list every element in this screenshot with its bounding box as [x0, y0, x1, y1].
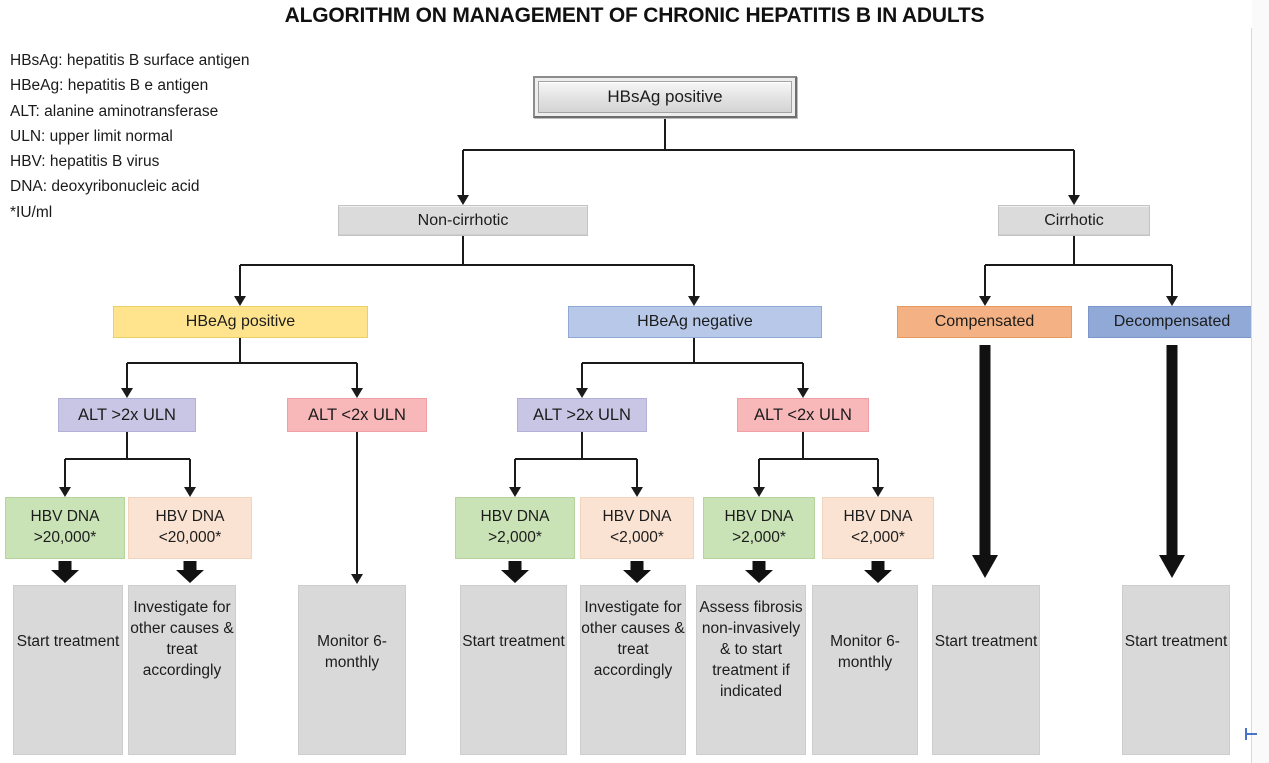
arrowhead-non-cirrhotic [457, 195, 469, 205]
outcome-label: Start treatment [16, 633, 120, 650]
long-arrow-decompensated [1159, 345, 1185, 578]
arrowhead-dna4 [631, 487, 643, 497]
arrowhead-dna6 [872, 487, 884, 497]
arrowhead-dna2 [184, 487, 196, 497]
outcome-start-treatment-4: Start treatment [1122, 585, 1230, 755]
arrowhead-alt-gt-1 [121, 388, 133, 398]
node-hbv-dna-gt2000-b: HBV DNA >2,000* [703, 497, 815, 559]
node-label-line1: HBV DNA [480, 508, 550, 525]
node-hbv-dna-lt2000-b: HBV DNA <2,000* [822, 497, 934, 559]
legend-line: HBeAg: hepatitis B e antigen [10, 77, 209, 95]
outcome-start-treatment-1: Start treatment [13, 585, 123, 755]
connector-alt4-split [758, 432, 879, 488]
node-label-line2: <2,000* [851, 529, 905, 546]
block-arrow-dna4 [623, 561, 651, 583]
block-arrow-dna1 [51, 561, 79, 583]
page-title: ALGORITHM ON MANAGEMENT OF CHRONIC HEPAT… [284, 4, 985, 27]
node-label-line2: <20,000* [158, 529, 222, 546]
node-label-line2: >2,000* [732, 529, 786, 546]
abbreviation-legend: HBsAg: hepatitis B surface antigen HBeAg… [10, 48, 250, 225]
connector-hbsag-split [462, 118, 1075, 196]
outcome-label: Start treatment [1124, 633, 1228, 650]
block-arrow-dna6 [864, 561, 892, 583]
node-cirrhotic: Cirrhotic [998, 205, 1150, 236]
node-hbv-dna-lt20000: HBV DNA <20,000* [128, 497, 252, 559]
node-label: HBsAg positive [607, 87, 723, 106]
node-alt-gt2x-1: ALT >2x ULN [58, 398, 196, 432]
connector-alt1-split [64, 432, 191, 488]
outcome-label: Monitor 6-monthly [830, 633, 900, 671]
arrowhead-dna5 [753, 487, 765, 497]
block-arrow-dna3 [501, 561, 529, 583]
arrowhead-hbeag-negative [688, 296, 700, 306]
arrowhead-alt-lt-1 [351, 388, 363, 398]
node-hbeag-positive: HBeAg positive [113, 306, 368, 338]
outcome-assess-fibrosis: Assess fibrosis non-invasively & to star… [696, 585, 806, 755]
outcome-label: Monitor 6-monthly [317, 633, 387, 671]
outcome-monitor-2: Monitor 6-monthly [812, 585, 918, 755]
legend-line: DNA: deoxyribonucleic acid [10, 178, 200, 196]
connector-hbeag-negative-split [581, 338, 804, 389]
outcome-investigate-2: Investigate for other causes & treat acc… [580, 585, 686, 755]
legend-line: ALT: alanine aminotransferase [10, 102, 219, 120]
arrowhead-hbeag-positive [234, 296, 246, 306]
arrowhead-alt-lt-2 [797, 388, 809, 398]
long-arrow-compensated [972, 345, 998, 578]
node-label-line1: HBV DNA [843, 508, 913, 525]
node-label-line1: HBV DNA [30, 508, 100, 525]
connector-non-cirrhotic-split [239, 236, 695, 297]
arrowhead-dna1 [59, 487, 71, 497]
node-hbsag-positive: HBsAg positive [533, 76, 797, 118]
node-decompensated: Decompensated [1088, 306, 1256, 338]
node-label-line1: HBV DNA [724, 508, 794, 525]
outcome-label: Start treatment [934, 633, 1038, 650]
outcome-monitor-1: Monitor 6-monthly [298, 585, 406, 755]
outcome-label: Investigate for other causes & treat acc… [130, 599, 234, 679]
cursor-mark [1245, 733, 1257, 735]
outcome-label: Start treatment [462, 633, 565, 650]
block-arrow-dna2 [176, 561, 204, 583]
node-label-line1: HBV DNA [155, 508, 225, 525]
arrowhead-dna3 [509, 487, 521, 497]
block-arrow-dna5 [745, 561, 773, 583]
page-edge-line [1251, 28, 1252, 763]
outcome-label: Assess fibrosis non-invasively & to star… [699, 599, 803, 700]
node-non-cirrhotic: Non-cirrhotic [338, 205, 588, 236]
arrowhead-monitor-1 [351, 574, 363, 584]
legend-line: ULN: upper limit normal [10, 127, 173, 145]
legend-line: *IU/ml [10, 203, 53, 221]
arrowhead-alt-gt-2 [576, 388, 588, 398]
node-hbv-dna-gt2000-a: HBV DNA >2,000* [455, 497, 575, 559]
connector-alt3-split [514, 432, 638, 488]
node-alt-lt2x-1: ALT <2x ULN [287, 398, 427, 432]
node-label-line2: >2,000* [488, 529, 542, 546]
legend-line: HBV: hepatitis B virus [10, 153, 160, 171]
node-hbv-dna-lt2000-a: HBV DNA <2,000* [580, 497, 694, 559]
node-hbv-dna-gt20000: HBV DNA >20,000* [5, 497, 125, 559]
node-hbsag-positive-face: HBsAg positive [538, 81, 792, 113]
node-label-line1: HBV DNA [602, 508, 672, 525]
node-alt-lt2x-2: ALT <2x ULN [737, 398, 869, 432]
outcome-label: Investigate for other causes & treat acc… [581, 599, 685, 679]
arrowhead-decompensated [1166, 296, 1178, 306]
connector-hbeag-positive-split [126, 338, 358, 389]
outcome-start-treatment-2: Start treatment [460, 585, 567, 755]
arrowhead-cirrhotic [1068, 195, 1080, 205]
node-label-line2: <2,000* [610, 529, 664, 546]
page-margin-strip [1252, 0, 1269, 763]
outcome-start-treatment-3: Start treatment [932, 585, 1040, 755]
connector-cirrhotic-split [984, 236, 1173, 297]
outcome-investigate-1: Investigate for other causes & treat acc… [128, 585, 236, 755]
node-label-line2: >20,000* [33, 529, 97, 546]
node-hbeag-negative: HBeAg negative [568, 306, 822, 338]
legend-line: HBsAg: hepatitis B surface antigen [10, 52, 250, 69]
node-alt-gt2x-2: ALT >2x ULN [517, 398, 647, 432]
node-compensated: Compensated [897, 306, 1072, 338]
arrowhead-compensated [979, 296, 991, 306]
